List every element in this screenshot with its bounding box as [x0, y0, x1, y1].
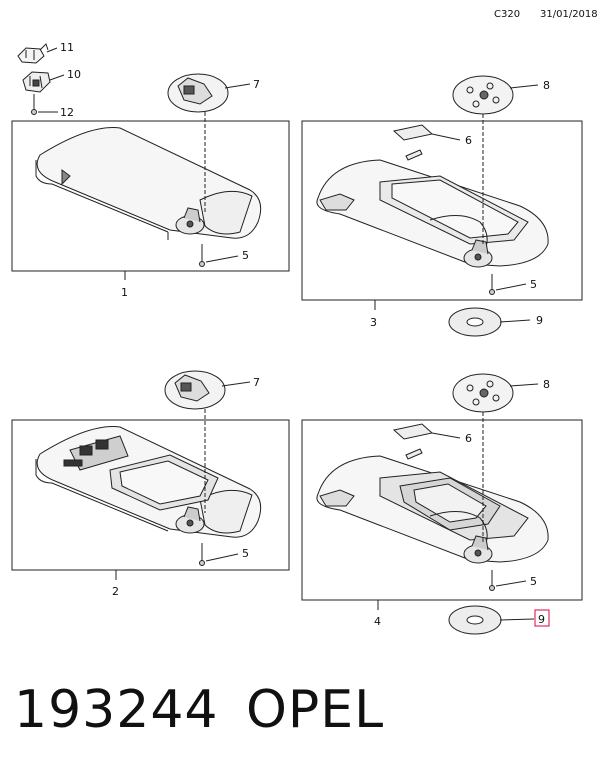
- highlight-box: [534, 609, 550, 627]
- part-number: 193244: [14, 680, 219, 740]
- bulb-p4[interactable]: [405, 448, 423, 460]
- pivot-ring-9-p4[interactable]: [448, 605, 502, 635]
- callout-6-p3[interactable]: 6: [465, 134, 472, 147]
- diagram-date: 31/01/2018: [540, 9, 598, 20]
- callout-8-p4[interactable]: 8: [543, 378, 550, 391]
- visor-2[interactable]: [35, 426, 262, 538]
- brand-name: OPEL: [246, 680, 385, 740]
- callout-6-p4[interactable]: 6: [465, 432, 472, 445]
- callout-9-p4-highlighted[interactable]: 9: [538, 613, 545, 626]
- callout-9-p3[interactable]: 9: [536, 314, 543, 327]
- screw-5-p3[interactable]: [489, 274, 495, 295]
- screw-part-12[interactable]: [31, 94, 37, 115]
- assembly-label-2[interactable]: 2: [112, 585, 119, 598]
- screw-5-p4[interactable]: [489, 570, 495, 591]
- assembly-label-4[interactable]: 4: [374, 615, 381, 628]
- assembly-label-3[interactable]: 3: [370, 316, 377, 329]
- pivot-ring-9-p3[interactable]: [448, 307, 502, 337]
- screw-5-p2[interactable]: [199, 543, 205, 566]
- bracket-part-10[interactable]: [22, 71, 51, 93]
- callout-7-p2[interactable]: 7: [253, 376, 260, 389]
- visor-1[interactable]: [35, 127, 262, 240]
- pivot-bracket-3[interactable]: [463, 239, 493, 268]
- panel-1-frame: [11, 120, 290, 272]
- pivot-bracket-2[interactable]: [175, 506, 205, 534]
- mirror-cover-6-bottom[interactable]: [392, 423, 434, 440]
- visor-3[interactable]: [316, 159, 549, 267]
- callout-5-p2[interactable]: 5: [242, 547, 249, 560]
- callout-10[interactable]: 10: [67, 68, 81, 81]
- panel-2-frame: [11, 419, 290, 571]
- pivot-cover-7-bottom[interactable]: [164, 370, 226, 410]
- pivot-cover-7-top[interactable]: [167, 73, 229, 113]
- pivot-cover-8-bottom[interactable]: [452, 373, 514, 413]
- panel-4-frame: [301, 419, 583, 601]
- mirror-cover-6[interactable]: [392, 124, 434, 141]
- pivot-cover-8-top[interactable]: [452, 75, 514, 115]
- pivot-bracket-1[interactable]: [175, 207, 205, 235]
- callout-11[interactable]: 11: [60, 41, 74, 54]
- callout-5-p3[interactable]: 5: [530, 278, 537, 291]
- bulb-p3[interactable]: [405, 149, 423, 161]
- screw-5-p1[interactable]: [199, 244, 205, 267]
- visor-4[interactable]: [316, 455, 549, 563]
- callout-8-p3[interactable]: 8: [543, 79, 550, 92]
- assembly-label-1[interactable]: 1: [121, 286, 128, 299]
- diagram-code: C320: [494, 9, 521, 20]
- clip-part-11[interactable]: [17, 43, 49, 64]
- pivot-bracket-4[interactable]: [463, 535, 493, 564]
- callout-12[interactable]: 12: [60, 106, 74, 119]
- callout-5-p1[interactable]: 5: [242, 249, 249, 262]
- panel-3-frame: [301, 120, 583, 301]
- callout-5-p4[interactable]: 5: [530, 575, 537, 588]
- callout-7-p1[interactable]: 7: [253, 78, 260, 91]
